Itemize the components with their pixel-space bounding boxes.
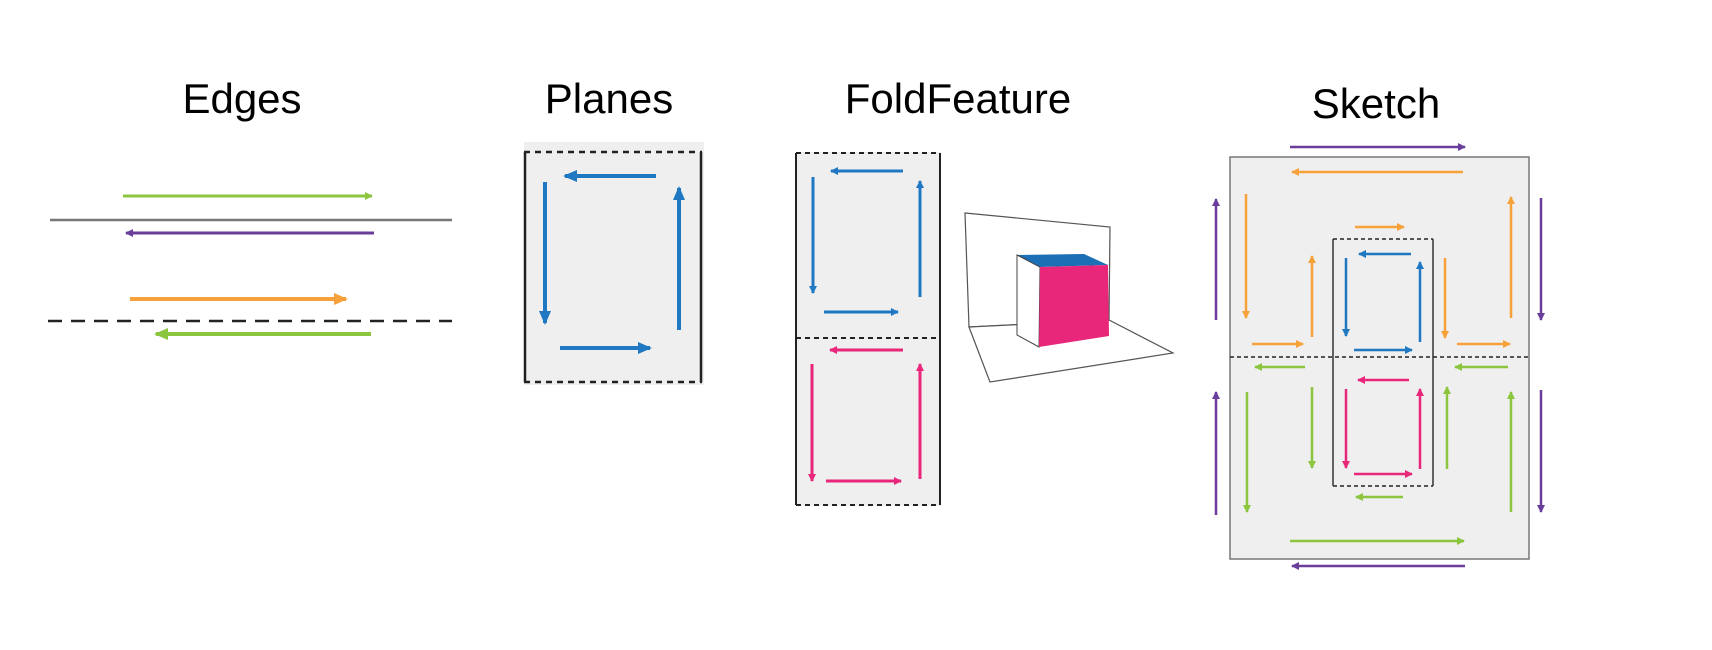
planes-panel	[523, 142, 704, 385]
cube-side-face	[1016, 254, 1041, 348]
sketch-inner-face	[1333, 239, 1433, 486]
cube-top-face	[1017, 254, 1108, 267]
foldfeature-panel	[795, 152, 1175, 506]
edges-panel	[48, 192, 452, 340]
plane-face	[524, 142, 704, 385]
title-foldfeature: FoldFeature	[844, 75, 1072, 122]
title-sketch: Sketch	[1311, 80, 1441, 127]
cube-front-face	[1039, 265, 1109, 347]
title-planes: Planes	[544, 75, 674, 122]
sketch-panel	[1212, 143, 1545, 570]
title-edges: Edges	[182, 75, 302, 122]
cube-illustration	[964, 212, 1175, 383]
